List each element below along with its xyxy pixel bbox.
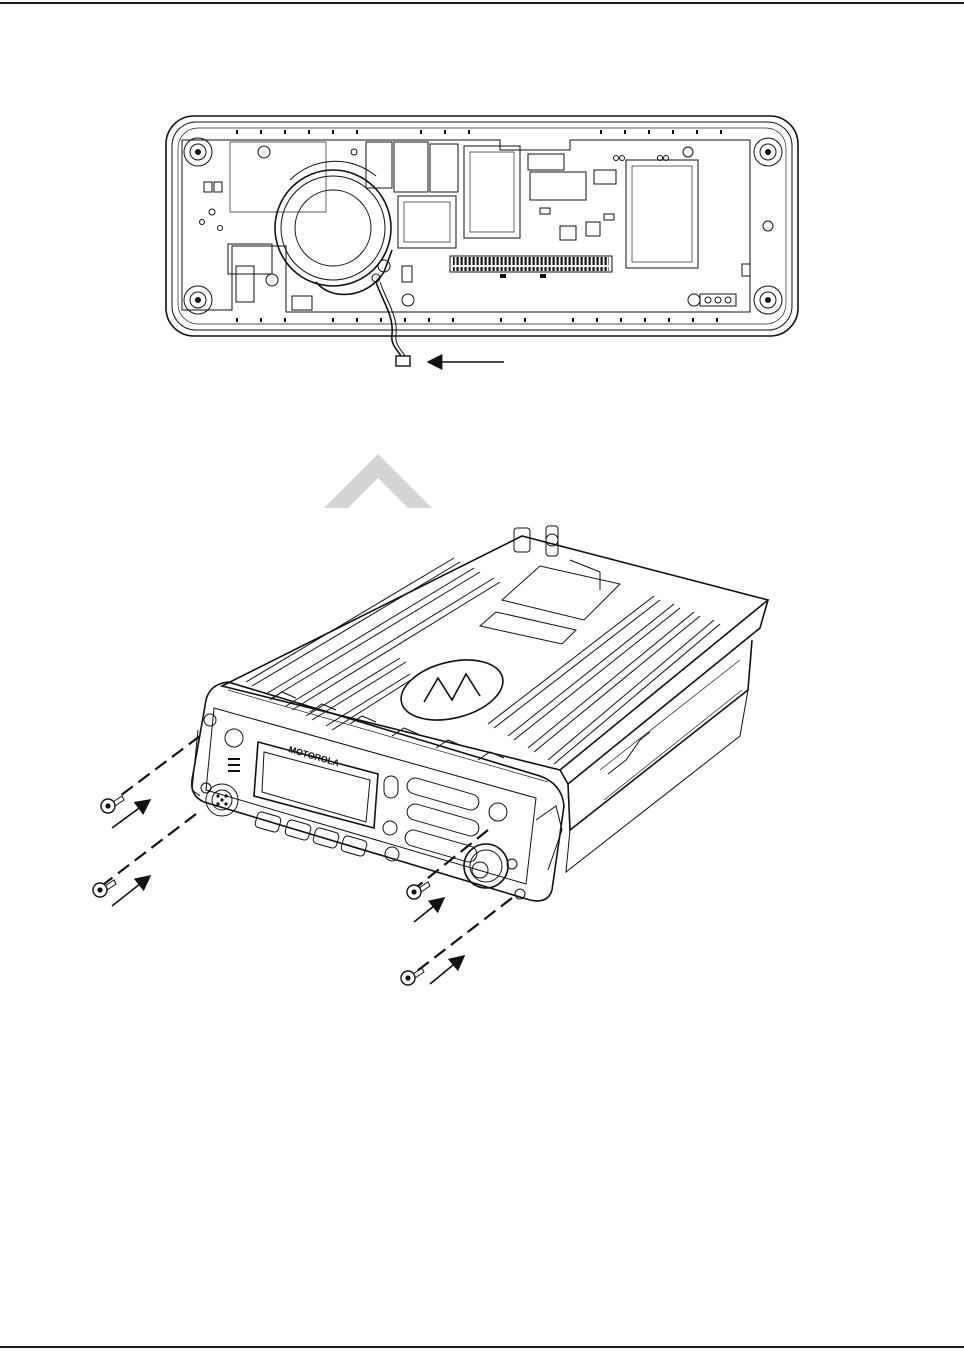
- front-panel-board: [166, 116, 798, 366]
- speaker: [275, 161, 392, 294]
- antenna-connectors: [514, 526, 600, 590]
- screw-icon: [401, 968, 424, 985]
- volume-knob: [464, 844, 517, 888]
- arrow-icon: [430, 956, 464, 984]
- housing-ticks: [236, 130, 722, 322]
- board-connector: [450, 256, 612, 278]
- screw-hole-top-left: [204, 714, 216, 726]
- housing-outline: [166, 116, 798, 336]
- upward-chevron-icon: [324, 454, 432, 508]
- cover-label-upper: [502, 566, 620, 620]
- footer-rule: [0, 1346, 964, 1348]
- top-left-button: [225, 729, 243, 747]
- screw-icon: [101, 796, 124, 813]
- motorola-logo-icon: [395, 650, 509, 729]
- arrow-icon: [112, 876, 150, 906]
- arrow-icon: [414, 898, 444, 922]
- cover-label-lower: [480, 612, 576, 644]
- indicator-leds: [228, 758, 240, 772]
- radio-assembly: MOTOROLA: [93, 526, 768, 985]
- navigation-buttons: [383, 776, 507, 864]
